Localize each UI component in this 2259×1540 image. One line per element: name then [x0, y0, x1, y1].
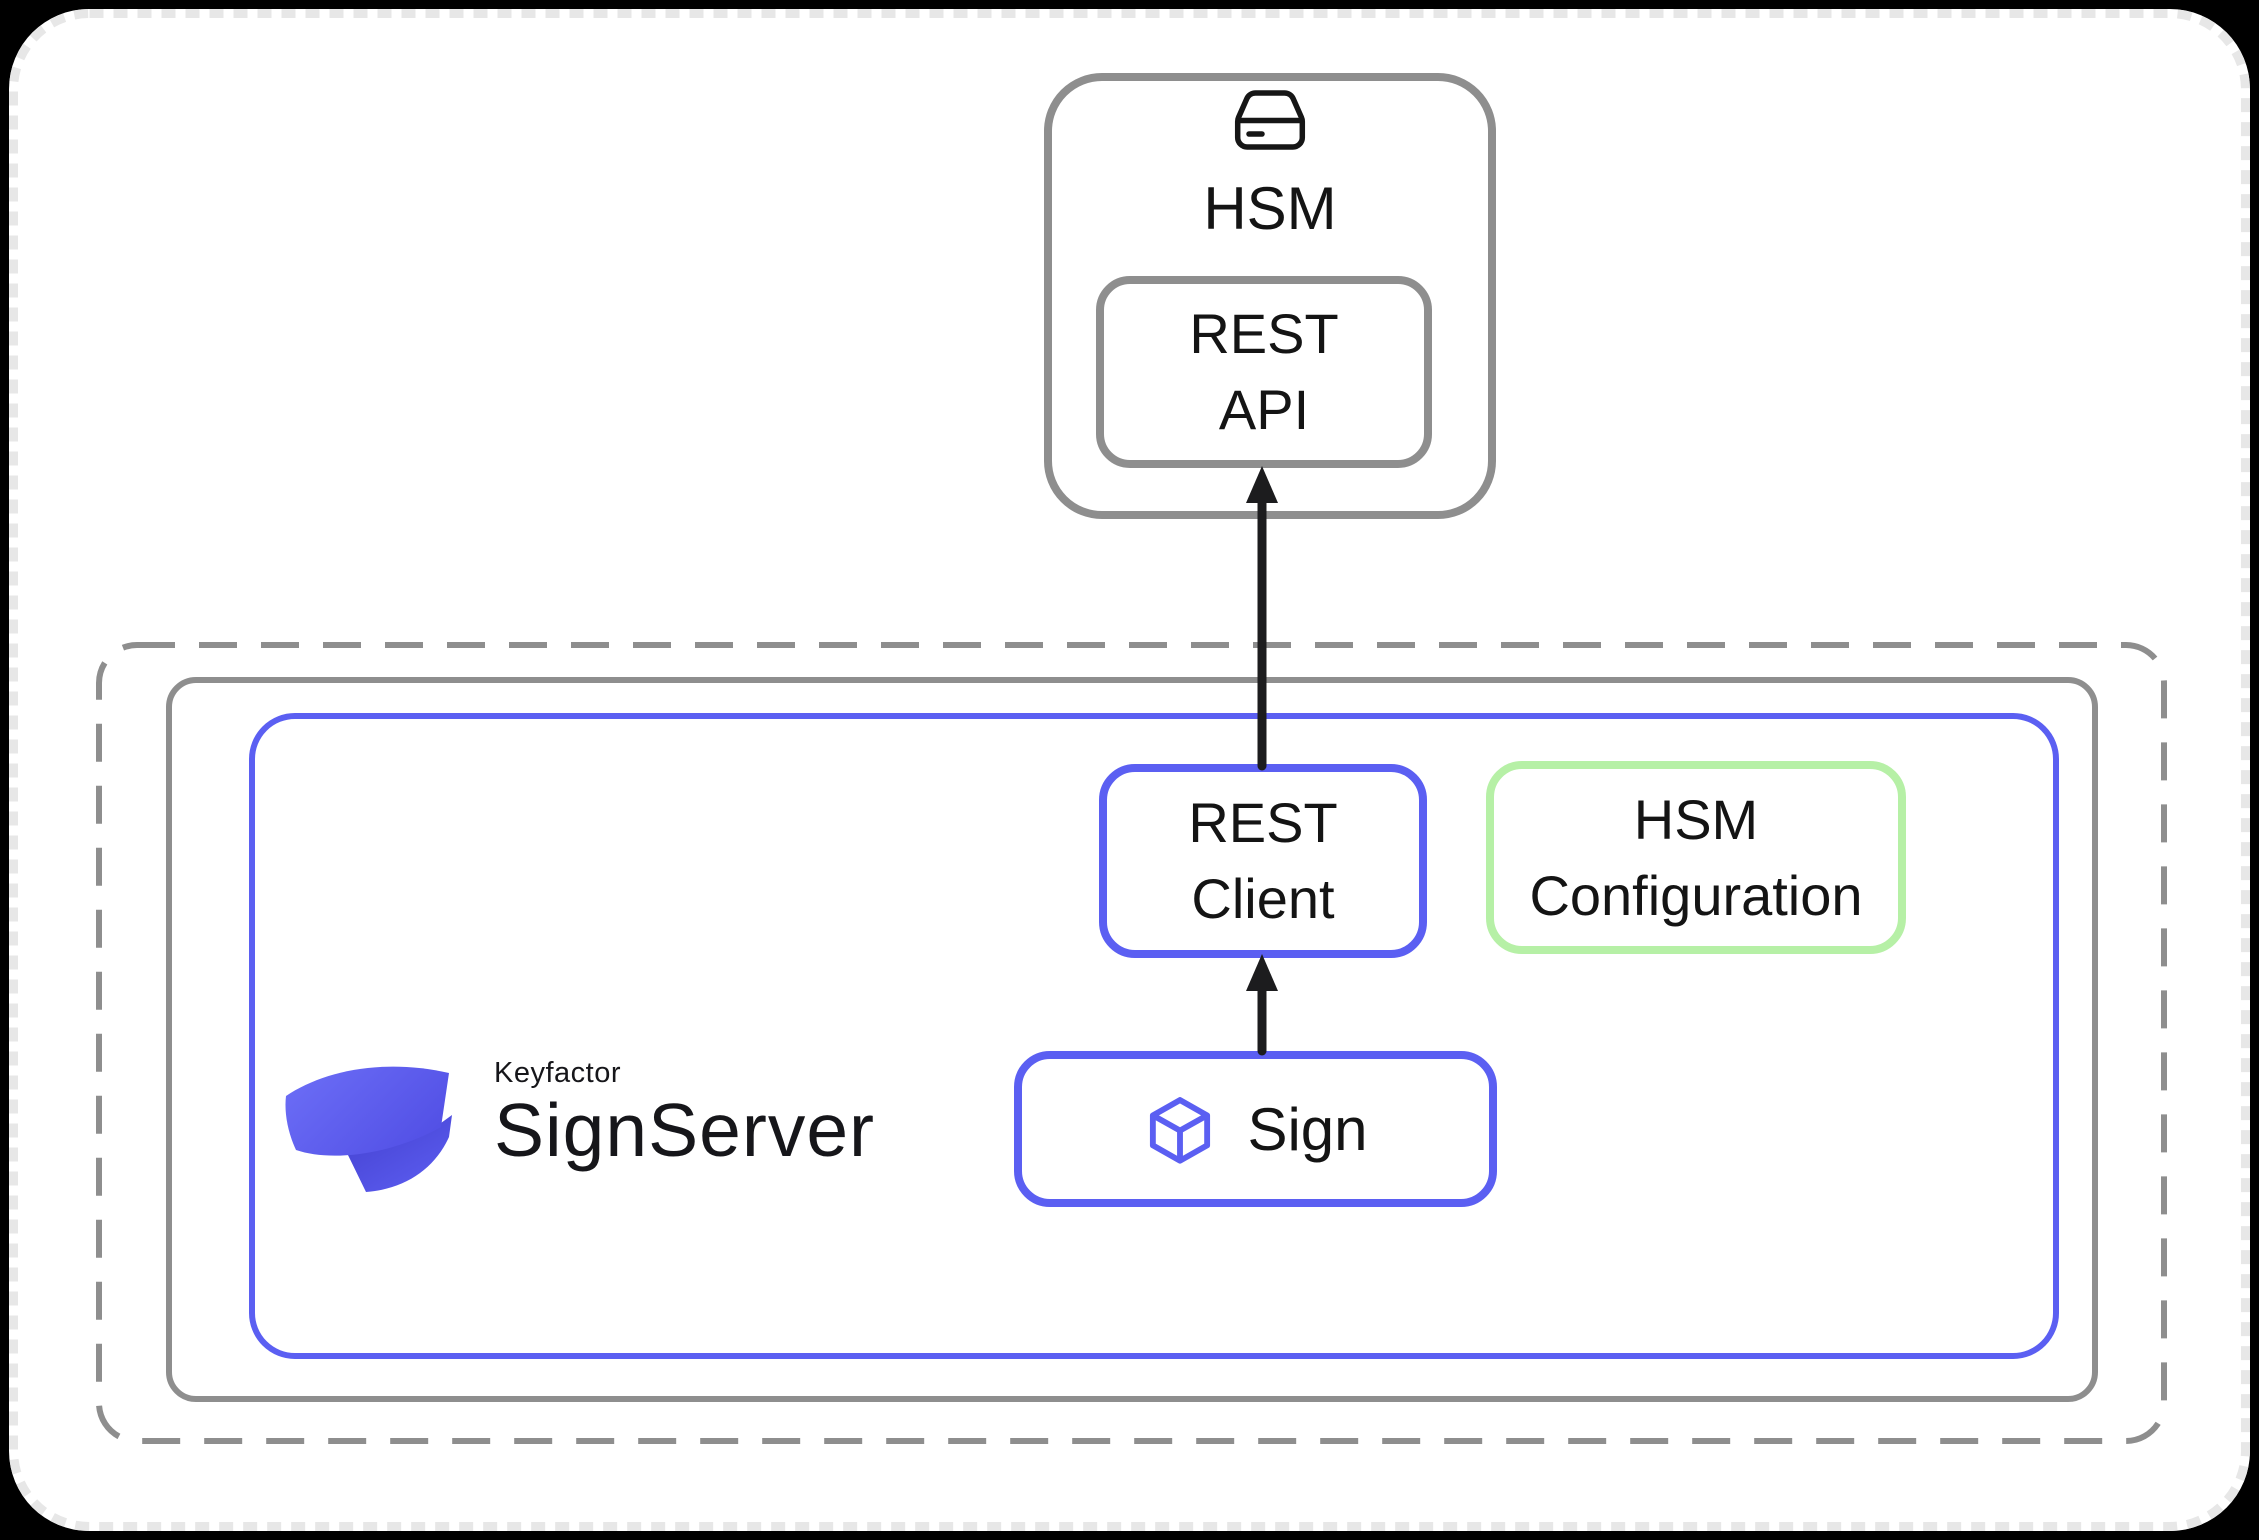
cube-icon [1150, 1097, 1211, 1164]
keyfactor-mark-icon [285, 1066, 452, 1192]
logo-text: Keyfactor SignServer [494, 1057, 875, 1169]
deployment-boundary: Keyfactor SignServer REST Client HSM Con… [96, 642, 2167, 1444]
sign-label: Sign [1247, 1095, 1368, 1163]
external-drive-icon [1234, 90, 1306, 150]
logo-brand: Keyfactor [494, 1057, 621, 1089]
hsm-node: HSM REST API [1044, 73, 1496, 519]
rest-api-box: REST API [1096, 276, 1432, 468]
rest-client-label-line2: Client [1191, 867, 1335, 930]
hsm-configuration-label-line1: HSM [1633, 787, 1759, 851]
hsm-configuration-box: HSM Configuration [1486, 761, 1906, 954]
rest-api-label-line2: API [1218, 378, 1310, 441]
diagram-canvas: HSM REST API [9, 9, 2250, 1531]
keyfactor-signserver-logo: Keyfactor SignServer [279, 1049, 999, 1209]
hsm-configuration-label-line2: Configuration [1529, 863, 1863, 927]
rest-api-label-line1: REST [1189, 302, 1339, 365]
logo-product: SignServer [494, 1088, 876, 1172]
rest-client-label-line1: REST [1188, 791, 1338, 854]
sign-box: Sign [1014, 1051, 1497, 1207]
host-container: Keyfactor SignServer REST Client HSM Con… [166, 677, 2098, 1402]
rest-client-box: REST Client [1099, 764, 1427, 958]
signserver-container: Keyfactor SignServer REST Client HSM Con… [249, 713, 2059, 1359]
hsm-title: HSM [1203, 175, 1337, 242]
